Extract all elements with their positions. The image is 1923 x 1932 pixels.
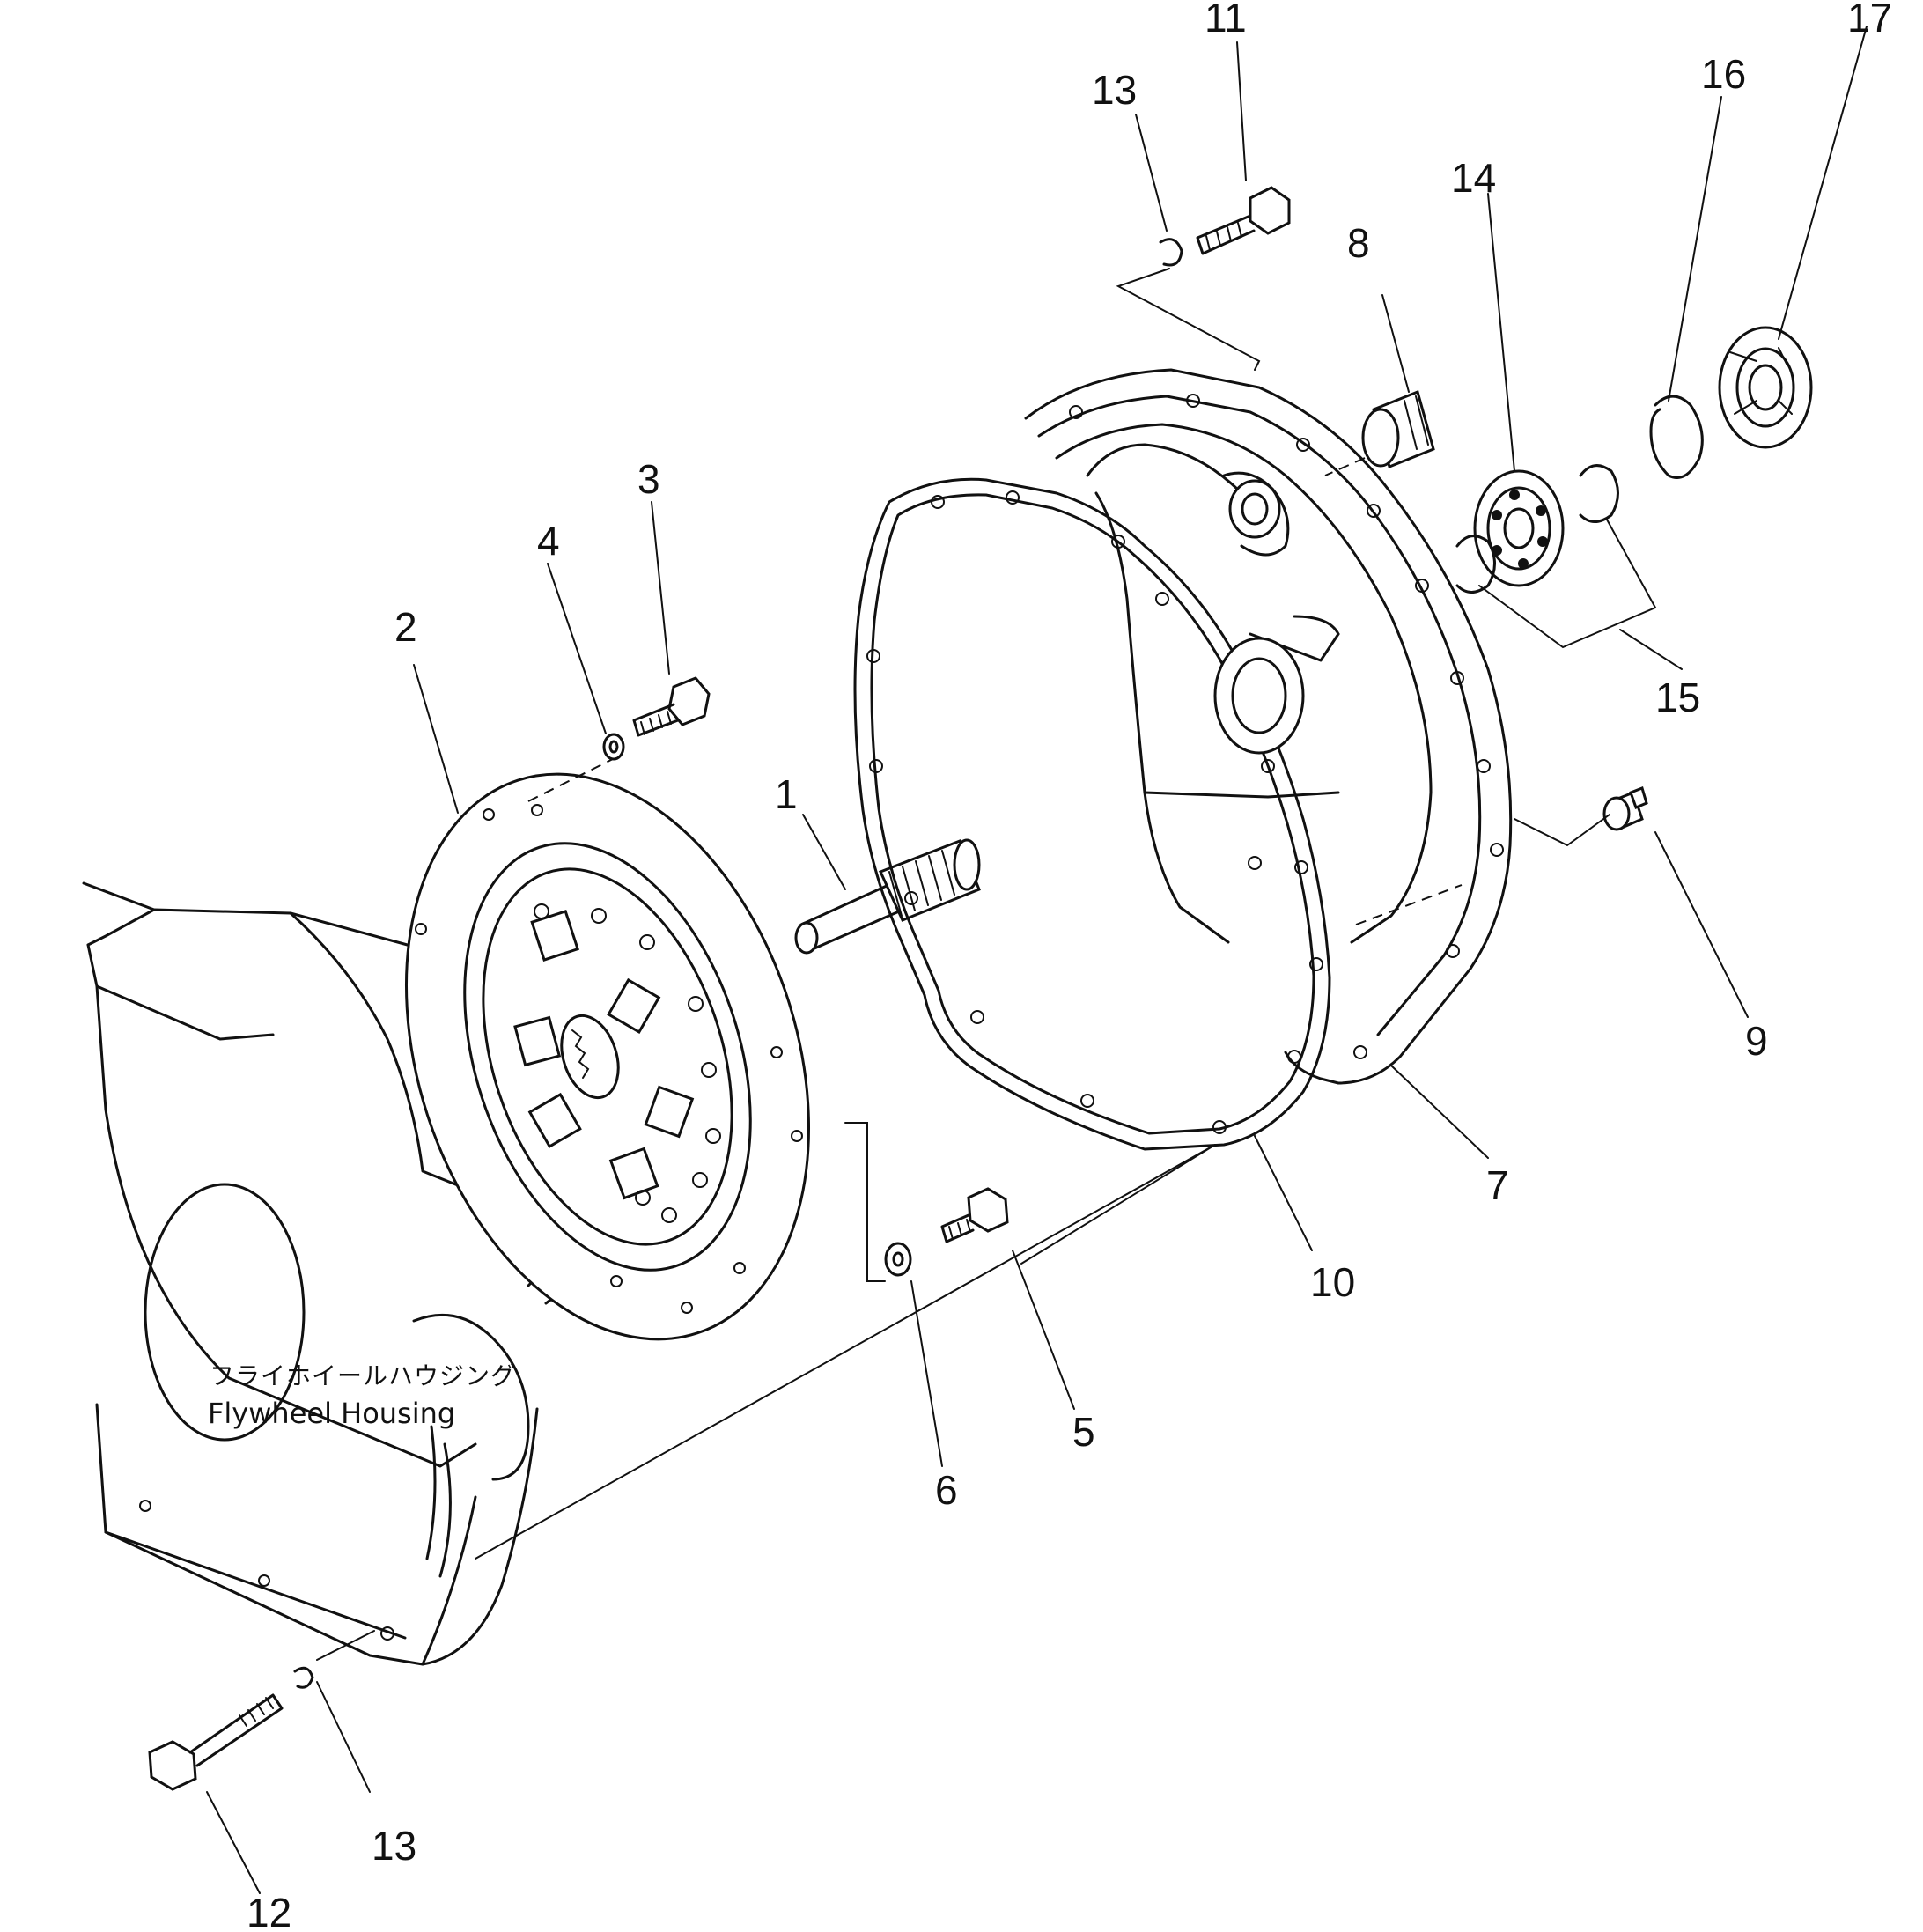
leader-10 (1254, 1135, 1313, 1251)
callout-5: 5 (1072, 1409, 1095, 1455)
bolt-3 (632, 676, 711, 737)
circlip-16 (1649, 395, 1704, 479)
callout-15: 15 (1655, 675, 1700, 720)
damper-disc (405, 772, 810, 1341)
caption-english: Flywheel Housing (208, 1397, 455, 1430)
plug-8 (1361, 389, 1435, 469)
leader-13-bottom (316, 1681, 371, 1793)
bolt-5 (940, 1187, 1009, 1243)
callout-8: 8 (1347, 220, 1370, 266)
leader-1 (802, 814, 846, 890)
snap-ring-15-right (1579, 464, 1619, 523)
leader-7 (1390, 1065, 1489, 1159)
callout-6: 6 (935, 1467, 958, 1513)
callout-10: 10 (1310, 1259, 1355, 1305)
cover-bore (1213, 637, 1305, 755)
callout-numbers: 1 2 3 4 5 6 7 8 9 10 11 12 13 13 14 15 1… (247, 0, 1892, 1932)
leader-16 (1668, 96, 1722, 402)
callout-13-bottom: 13 (372, 1823, 416, 1869)
plug-9 (1602, 786, 1648, 831)
callout-12: 12 (247, 1890, 291, 1932)
gasket-10 (853, 477, 1331, 1151)
leader-8 (1381, 294, 1410, 393)
callout-13-top: 13 (1092, 67, 1137, 113)
alignment-line-upper (1020, 1144, 1216, 1265)
caption-japanese: フライホイールハウジング (210, 1361, 516, 1390)
leader-2 (413, 664, 459, 814)
callout-9: 9 (1745, 1018, 1768, 1064)
lock-washer-13-bottom (293, 1666, 314, 1689)
bolt-11 (1196, 186, 1291, 255)
leader-6 (910, 1280, 943, 1467)
leader-11 (1236, 41, 1247, 181)
callout-1: 1 (775, 771, 798, 817)
callout-11: 11 (1205, 0, 1247, 41)
callout-3: 3 (637, 456, 660, 502)
callout-2: 2 (394, 604, 417, 650)
leader-15 (1619, 629, 1683, 670)
snap-ring-15-left (1455, 535, 1496, 594)
leader-12 (206, 1791, 261, 1894)
leader-13-top (1135, 114, 1168, 232)
lock-washer-13-top (1159, 238, 1183, 267)
cover-case-7 (1024, 368, 1513, 1085)
callout-4: 4 (537, 518, 560, 564)
leader-3 (651, 501, 670, 675)
callout-14: 14 (1451, 155, 1496, 201)
bearing-14 (1473, 469, 1565, 587)
bolt-12 (148, 1693, 284, 1791)
alignment-line-lower (475, 1144, 1216, 1560)
callout-17: 17 (1847, 0, 1892, 41)
leader-5 (1012, 1250, 1075, 1410)
leader-4 (547, 563, 607, 734)
oil-seal-17 (1718, 326, 1813, 449)
leader-14 (1487, 193, 1515, 472)
housing-bore (144, 1183, 306, 1442)
callout-16: 16 (1701, 51, 1746, 97)
leader-9 (1654, 831, 1749, 1018)
leader-17 (1778, 26, 1868, 340)
callout-7: 7 (1486, 1162, 1509, 1208)
leader-15-bracket (1478, 519, 1657, 649)
